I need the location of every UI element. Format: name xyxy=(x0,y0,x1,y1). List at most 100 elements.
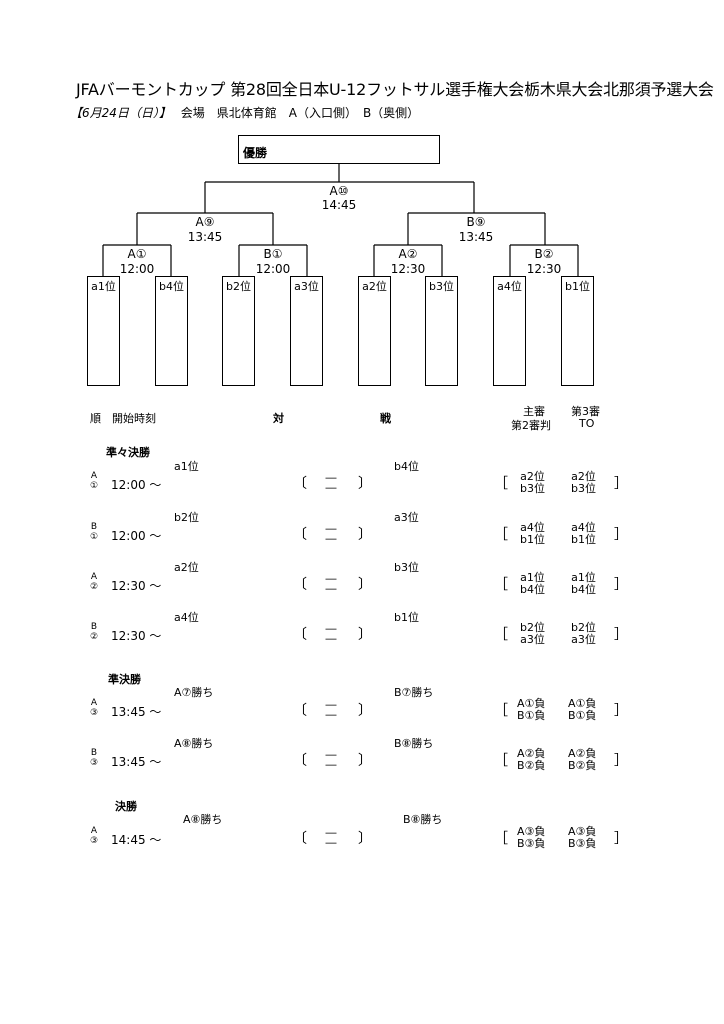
match-time: 14:45 〜 xyxy=(111,833,162,847)
ref-close: ］ xyxy=(614,476,628,492)
home-team: A⑦勝ち xyxy=(174,686,214,699)
score-close: 〕 xyxy=(358,831,372,847)
semi-code: A⑨ xyxy=(195,215,215,229)
away-team: B⑦勝ち xyxy=(394,686,434,699)
away-team: B⑧勝ち xyxy=(403,813,443,826)
ref-open: ［ xyxy=(494,703,508,719)
ref-close: ］ xyxy=(614,831,628,847)
score-dash: ―― xyxy=(325,698,337,721)
match-time: 13:45 〜 xyxy=(111,705,162,719)
quarter-code: A① xyxy=(127,247,147,261)
header-vs-right: 戦 xyxy=(380,412,391,425)
match-time: 12:30 〜 xyxy=(111,629,162,643)
score-open: 〔 xyxy=(293,476,307,492)
match-time: 12:30 〜 xyxy=(111,579,162,593)
team-slot xyxy=(155,276,188,386)
team-slot-label: a3位 xyxy=(294,280,319,293)
bracket-lines xyxy=(102,164,579,276)
score-close: 〕 xyxy=(358,703,372,719)
score-open: 〔 xyxy=(293,753,307,769)
header-vs-left: 対 xyxy=(273,412,284,425)
team-slot-label: a2位 xyxy=(362,280,387,293)
quarter-time: 12:00 xyxy=(119,262,155,276)
event-date: 【6月24日（日）】 xyxy=(70,106,171,120)
match-time: 13:45 〜 xyxy=(111,755,162,769)
score-close: 〕 xyxy=(358,753,372,769)
score-dash: ―― xyxy=(325,572,337,595)
quarter-code: A② xyxy=(398,247,418,261)
ref-close: ］ xyxy=(614,753,628,769)
home-team: a1位 xyxy=(174,460,199,473)
section-title: 決勝 xyxy=(115,800,137,813)
champion-box: 優勝 xyxy=(238,135,440,164)
team-slot xyxy=(222,276,255,386)
header-to: TO xyxy=(579,417,595,430)
team-slot xyxy=(290,276,323,386)
score-open: 〔 xyxy=(293,627,307,643)
ref-open: ［ xyxy=(494,627,508,643)
away-team: b3位 xyxy=(394,561,419,574)
ref-open: ［ xyxy=(494,831,508,847)
quarter-code: B① xyxy=(263,247,283,261)
match-time: 12:00 〜 xyxy=(111,478,162,492)
score-dash: ―― xyxy=(325,826,337,849)
home-team: A⑧勝ち xyxy=(183,813,223,826)
team-slot xyxy=(425,276,458,386)
team-slot xyxy=(561,276,594,386)
ref-open: ［ xyxy=(494,753,508,769)
away-team: a3位 xyxy=(394,511,419,524)
team-slot xyxy=(493,276,526,386)
header-order: 順 xyxy=(90,412,101,425)
ref-open: ［ xyxy=(494,577,508,593)
section-title: 準々決勝 xyxy=(106,446,150,459)
ref-open: ［ xyxy=(494,476,508,492)
away-team: b1位 xyxy=(394,611,419,624)
semi-time: 13:45 xyxy=(458,230,494,244)
quarter-time: 12:30 xyxy=(526,262,562,276)
score-open: 〔 xyxy=(293,831,307,847)
score-open: 〔 xyxy=(293,703,307,719)
team-slot-label: b4位 xyxy=(159,280,184,293)
ref-close: ］ xyxy=(614,577,628,593)
ref-close: ］ xyxy=(614,703,628,719)
home-team: b2位 xyxy=(174,511,199,524)
home-team: a2位 xyxy=(174,561,199,574)
header-referee-third: 第3審 xyxy=(571,405,600,418)
final-code: A⑩ xyxy=(329,184,349,198)
section-title: 準決勝 xyxy=(108,673,141,686)
ref-close: ］ xyxy=(614,527,628,543)
score-close: 〕 xyxy=(358,476,372,492)
team-slot-label: b1位 xyxy=(565,280,590,293)
team-slot-label: b3位 xyxy=(429,280,454,293)
home-team: a4位 xyxy=(174,611,199,624)
match-time: 12:00 〜 xyxy=(111,529,162,543)
header-referee-main: 主審 xyxy=(523,405,545,418)
score-dash: ―― xyxy=(325,522,337,545)
home-team: A⑧勝ち xyxy=(174,737,214,750)
quarter-code: B② xyxy=(534,247,554,261)
ref-open: ［ xyxy=(494,527,508,543)
score-close: 〕 xyxy=(358,527,372,543)
quarter-time: 12:00 xyxy=(255,262,291,276)
team-slot xyxy=(87,276,120,386)
quarter-time: 12:30 xyxy=(390,262,426,276)
